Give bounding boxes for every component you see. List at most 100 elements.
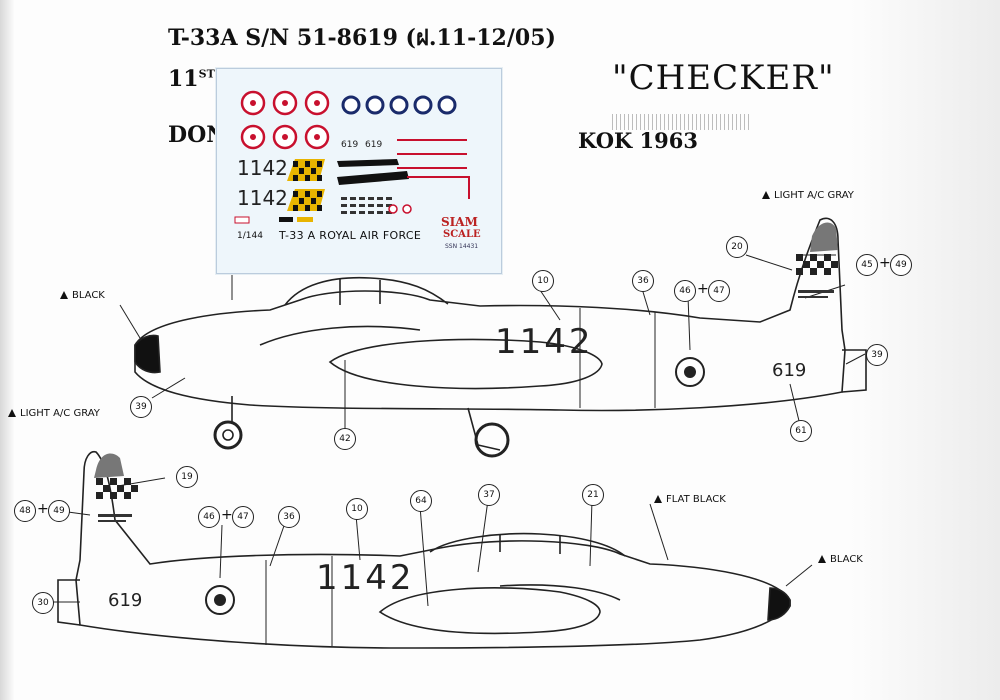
- checker-square: [311, 198, 316, 204]
- base-line-right: KOK 1963: [578, 128, 698, 153]
- callout-39-tail: 39: [866, 344, 888, 366]
- bottom-fuselage-number: 1142: [316, 558, 415, 598]
- red-roundel-center: [314, 100, 320, 106]
- bottom-aircraft-profile: [52, 450, 813, 649]
- decal-serial-small: 619: [341, 140, 358, 150]
- triangle-marker-icon: [762, 191, 770, 199]
- callout-61: 61: [790, 420, 812, 442]
- plus-sign: +: [879, 255, 891, 271]
- checker-square: [299, 198, 304, 204]
- red-roundel-center: [250, 100, 256, 106]
- red-stripe-decal: [397, 153, 467, 155]
- nickname-title: "CHECKER": [612, 58, 835, 98]
- stencil-decal: [368, 211, 374, 214]
- decal-title: T-33 A ROYAL AIR FORCE: [279, 229, 422, 242]
- stencil-decal: [341, 204, 347, 207]
- scan-edge-left: [0, 0, 14, 700]
- stencil-decal: [350, 211, 356, 214]
- triangle-marker-icon: [8, 409, 16, 417]
- red-roundel-center: [314, 134, 320, 140]
- callout-47-bottom: 47: [232, 506, 254, 528]
- checker-square: [317, 205, 322, 211]
- stencil-decal: [377, 211, 383, 214]
- callout-36: 36: [632, 270, 654, 292]
- callout-46-bottom: 46: [198, 506, 220, 528]
- tab-decal: [234, 216, 250, 224]
- red-stripe-decal: [397, 139, 467, 141]
- stencil-decal: [341, 211, 347, 214]
- navy-roundel-decal: [389, 95, 409, 115]
- top-nose-color-label: BLACK: [60, 290, 105, 301]
- callout-64: 64: [410, 490, 432, 512]
- decal-scale-label: 1/144: [237, 231, 263, 241]
- checker-square: [293, 175, 298, 181]
- top-tail-color-label: LIGHT A/C GRAY: [762, 190, 854, 201]
- label-text: LIGHT A/C GRAY: [774, 190, 854, 201]
- canopy-color-label: FLAT BLACK: [654, 494, 726, 505]
- navy-roundel-decal: [413, 95, 433, 115]
- anti-glare-panel-decal: [337, 171, 409, 185]
- checker-square: [293, 205, 298, 211]
- top-fuselage-roundel: [675, 357, 705, 387]
- stencil-decal: [368, 204, 374, 207]
- bottom-tail-color-label: LIGHT A/C GRAY: [8, 408, 100, 419]
- callout-36-bottom: 36: [278, 506, 300, 528]
- stencil-decal: [359, 211, 365, 214]
- stencil-decal: [386, 204, 392, 207]
- callout-19: 19: [176, 466, 198, 488]
- plus-sign: +: [697, 281, 709, 297]
- top-fuselage-number: 1142: [495, 322, 594, 362]
- navy-roundel-decal: [365, 95, 385, 115]
- bottom-fuselage-roundel: [205, 585, 235, 615]
- decal-serial-small: 619: [365, 140, 382, 150]
- top-tail-serial: 619: [772, 360, 807, 381]
- aircraft-serial-title: T-33A S/N 51-8619 (ฝ.11-12/05): [168, 25, 556, 51]
- callout-42: 42: [334, 428, 356, 450]
- stencil-decal: [377, 197, 383, 200]
- top-aircraft-profile: [119, 217, 867, 458]
- callout-48: 48: [14, 500, 36, 522]
- label-text: FLAT BLACK: [666, 494, 726, 505]
- checker-square: [293, 191, 298, 197]
- label-text: BLACK: [72, 290, 105, 301]
- label-text: BLACK: [830, 554, 863, 565]
- squadron-number: 11: [168, 66, 199, 92]
- checker-square: [311, 168, 316, 174]
- brand-logo-line1: SIAM: [441, 215, 478, 229]
- callout-21: 21: [582, 484, 604, 506]
- checker-square: [305, 191, 310, 197]
- plus-sign: +: [37, 501, 49, 517]
- stencil-decal: [359, 197, 365, 200]
- red-stripe-decal: [397, 167, 467, 169]
- bottom-tail-checker: [94, 453, 138, 522]
- callout-49-bottom: 49: [48, 500, 70, 522]
- checker-square: [317, 175, 322, 181]
- red-roundel-center: [282, 134, 288, 140]
- stencil-decal: [386, 197, 392, 200]
- navy-roundel-decal: [437, 95, 457, 115]
- checker-square: [305, 161, 310, 167]
- decal-number-1142: 1142: [237, 156, 288, 180]
- stencil-decal: [377, 204, 383, 207]
- red-roundel-center: [250, 134, 256, 140]
- scan-artifact: [612, 114, 752, 130]
- red-outline-decal: [407, 176, 470, 199]
- stencil-decal: [350, 197, 356, 200]
- checker-square: [305, 205, 310, 211]
- small-roundel-decal: [402, 204, 412, 214]
- callout-39: 39: [130, 396, 152, 418]
- triangle-marker-icon: [60, 291, 68, 299]
- anti-glare-panel-decal: [337, 159, 399, 167]
- callout-49: 49: [890, 254, 912, 276]
- product-code: SSN 14431: [445, 243, 479, 250]
- tab-decal: [297, 217, 313, 222]
- callout-46: 46: [674, 280, 696, 302]
- label-text: LIGHT A/C GRAY: [20, 408, 100, 419]
- stencil-decal: [386, 211, 392, 214]
- triangle-marker-icon: [818, 555, 826, 563]
- checker-square: [317, 191, 322, 197]
